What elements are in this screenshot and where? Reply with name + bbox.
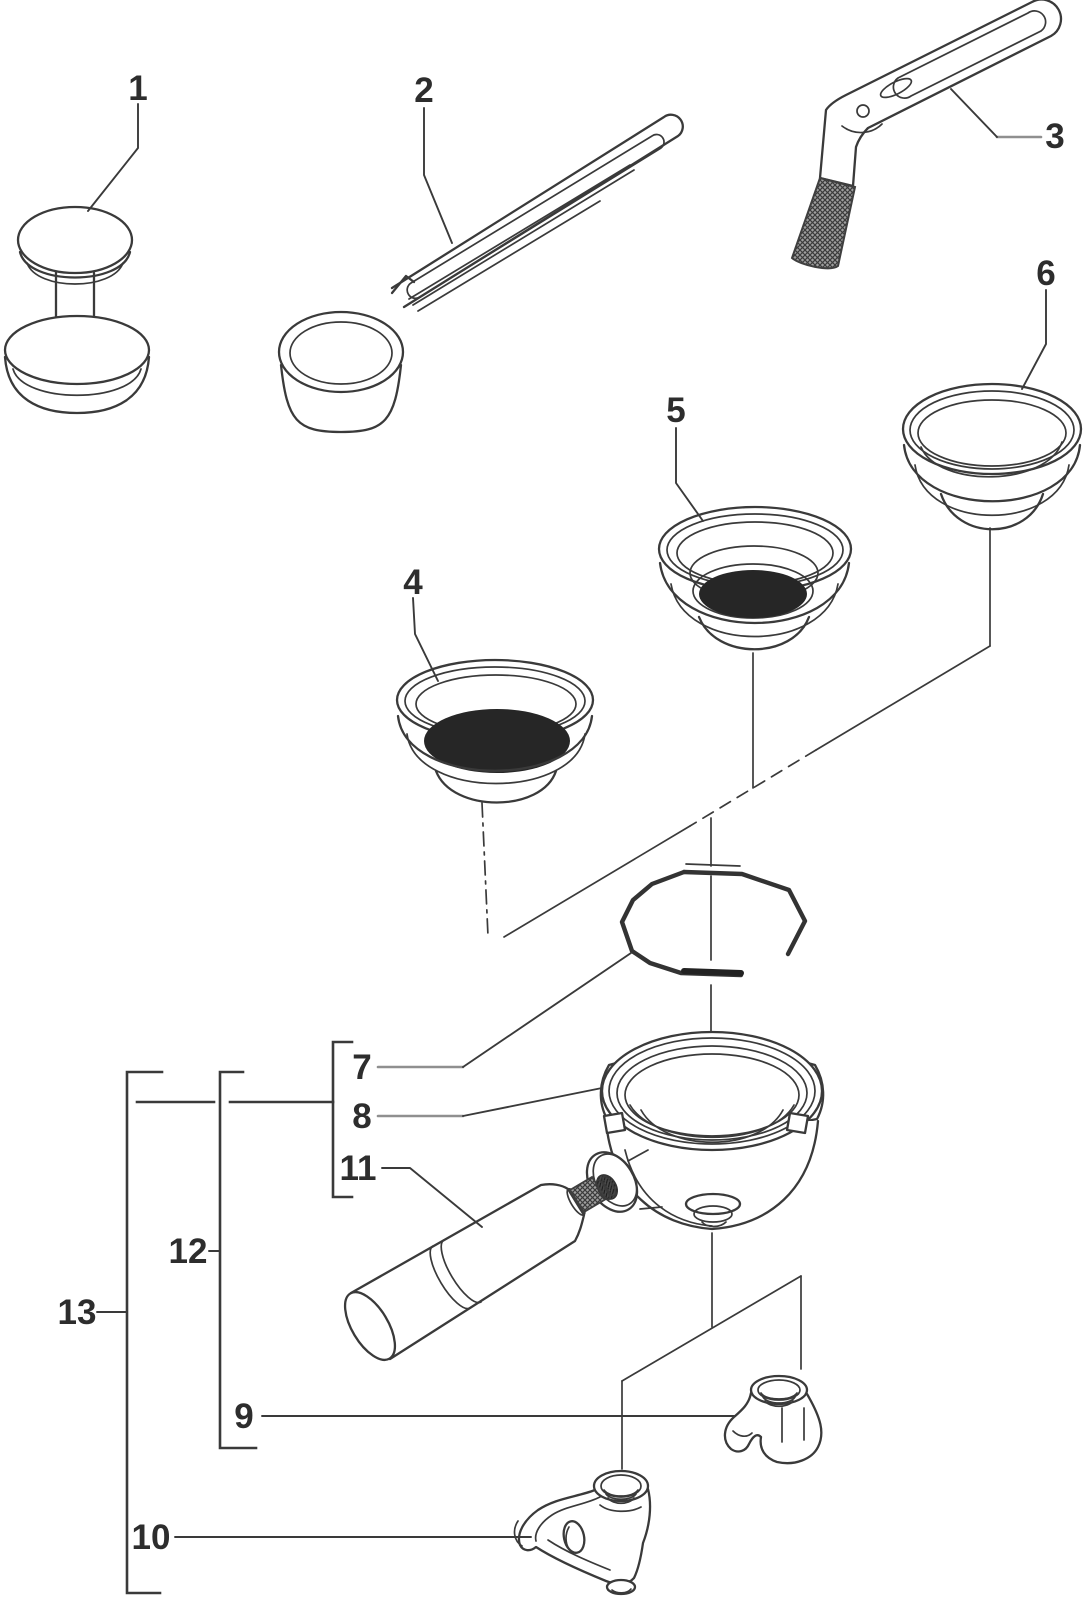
group-bracket-13 bbox=[125, 1070, 164, 1595]
filter-basket-4 bbox=[395, 658, 595, 804]
callout-leaders bbox=[87, 88, 1047, 1595]
portafilter-body bbox=[585, 1030, 825, 1231]
double-spout bbox=[513, 1469, 652, 1596]
callout-6: 6 bbox=[1036, 254, 1055, 293]
callout-10: 10 bbox=[132, 1518, 171, 1557]
portafilter-handle bbox=[343, 1175, 617, 1362]
tamper bbox=[3, 205, 151, 415]
callout-9: 9 bbox=[234, 1397, 253, 1436]
callout-13: 13 bbox=[58, 1293, 97, 1332]
callout-2: 2 bbox=[414, 71, 433, 110]
callout-11: 11 bbox=[340, 1149, 377, 1188]
callout-numbers: 1 2 3 4 5 6 7 8 9 10 11 12 13 bbox=[58, 69, 1065, 1557]
callout-12: 12 bbox=[169, 1232, 208, 1271]
group-bracket-12 bbox=[218, 1070, 258, 1450]
assembly-axis-lines bbox=[481, 527, 991, 1470]
callout-4: 4 bbox=[403, 563, 423, 602]
filter-basket-5 bbox=[657, 505, 853, 651]
cleaning-brush bbox=[790, 0, 1063, 270]
callout-3: 3 bbox=[1045, 117, 1064, 156]
callout-7: 7 bbox=[352, 1048, 371, 1087]
group-bracket-7-8-11 bbox=[331, 1040, 354, 1199]
single-spout bbox=[723, 1374, 823, 1465]
measuring-spoon bbox=[277, 113, 684, 434]
retaining-spring-clip bbox=[619, 863, 808, 978]
filter-basket-6 bbox=[901, 382, 1083, 531]
callout-1: 1 bbox=[128, 69, 147, 108]
callout-5: 5 bbox=[666, 391, 685, 430]
callout-8: 8 bbox=[352, 1097, 371, 1136]
